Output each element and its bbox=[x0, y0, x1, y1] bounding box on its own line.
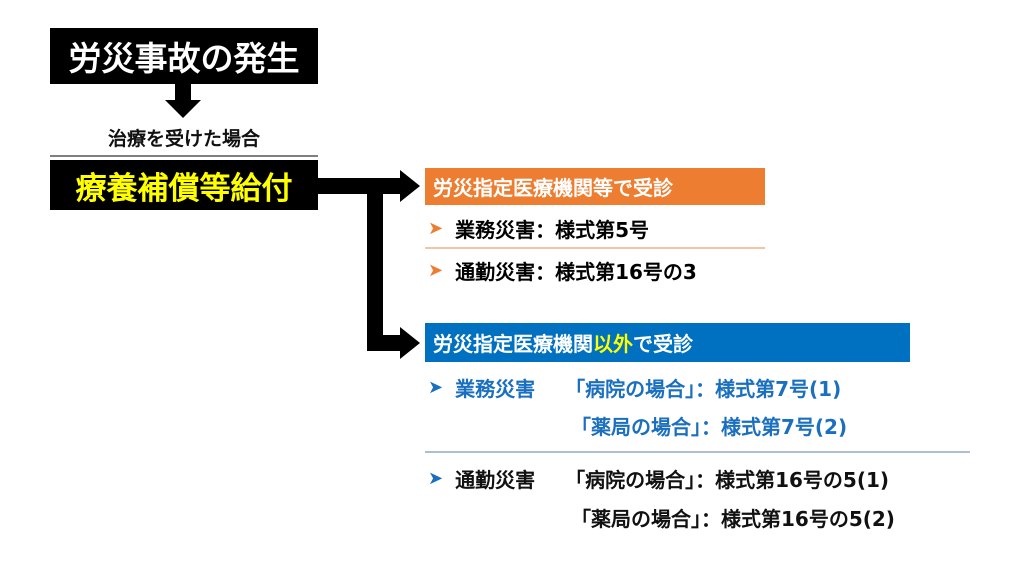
designated-header-label: 労災指定医療機関等で受診 bbox=[433, 176, 673, 200]
item-label: 通勤災害：様式第16号の3 bbox=[455, 260, 697, 284]
accident-label: 労災事故の発生 bbox=[68, 39, 300, 78]
designated-item: ➤ 通勤災害：様式第16号の3 bbox=[428, 256, 697, 285]
category-label: 通勤災害 bbox=[455, 468, 536, 492]
work-accident-row: ➤ 業務災害 「病院の場合」：様式第7号(1) bbox=[428, 373, 841, 402]
non-designated-header: 労災指定医療機関以外で受診 bbox=[425, 323, 910, 362]
header-pre: 労災指定医療機関 bbox=[433, 332, 593, 356]
header-highlight: 以外 bbox=[593, 332, 633, 356]
benefit-label: 療養補償等給付 bbox=[75, 170, 293, 207]
arrow-bullet-icon: ➤ bbox=[428, 260, 444, 281]
header-post: で受診 bbox=[633, 332, 693, 356]
arrow-bullet-icon: ➤ bbox=[428, 218, 444, 239]
form-line: 「病院の場合」：様式第7号(1) bbox=[565, 377, 842, 401]
designated-item: ➤ 業務災害：様式第5号 bbox=[428, 214, 649, 243]
form-line: 「病院の場合」：様式第16号の5(1) bbox=[565, 468, 890, 492]
designated-header: 労災指定医療機関等で受診 bbox=[425, 168, 765, 205]
arrow-bullet-icon: ➤ bbox=[428, 468, 444, 489]
category-label: 業務災害 bbox=[455, 377, 536, 401]
condition-label: 治療を受けた場合 bbox=[107, 128, 260, 150]
arrow-bullet-icon: ➤ bbox=[428, 377, 444, 398]
commute-accident-row: ➤ 通勤災害 「病院の場合」：様式第16号の5(1) bbox=[428, 464, 889, 493]
branch-arrow-icon bbox=[318, 170, 420, 359]
item-label: 業務災害：様式第5号 bbox=[455, 218, 650, 242]
accident-box: 労災事故の発生 bbox=[50, 28, 318, 84]
form-line: 「薬局の場合」：様式第7号(2) bbox=[571, 415, 848, 439]
benefit-box: 療養補償等給付 bbox=[50, 160, 318, 210]
form-line: 「薬局の場合」：様式第16号の5(2) bbox=[571, 507, 895, 531]
down-arrow-icon bbox=[165, 84, 201, 118]
